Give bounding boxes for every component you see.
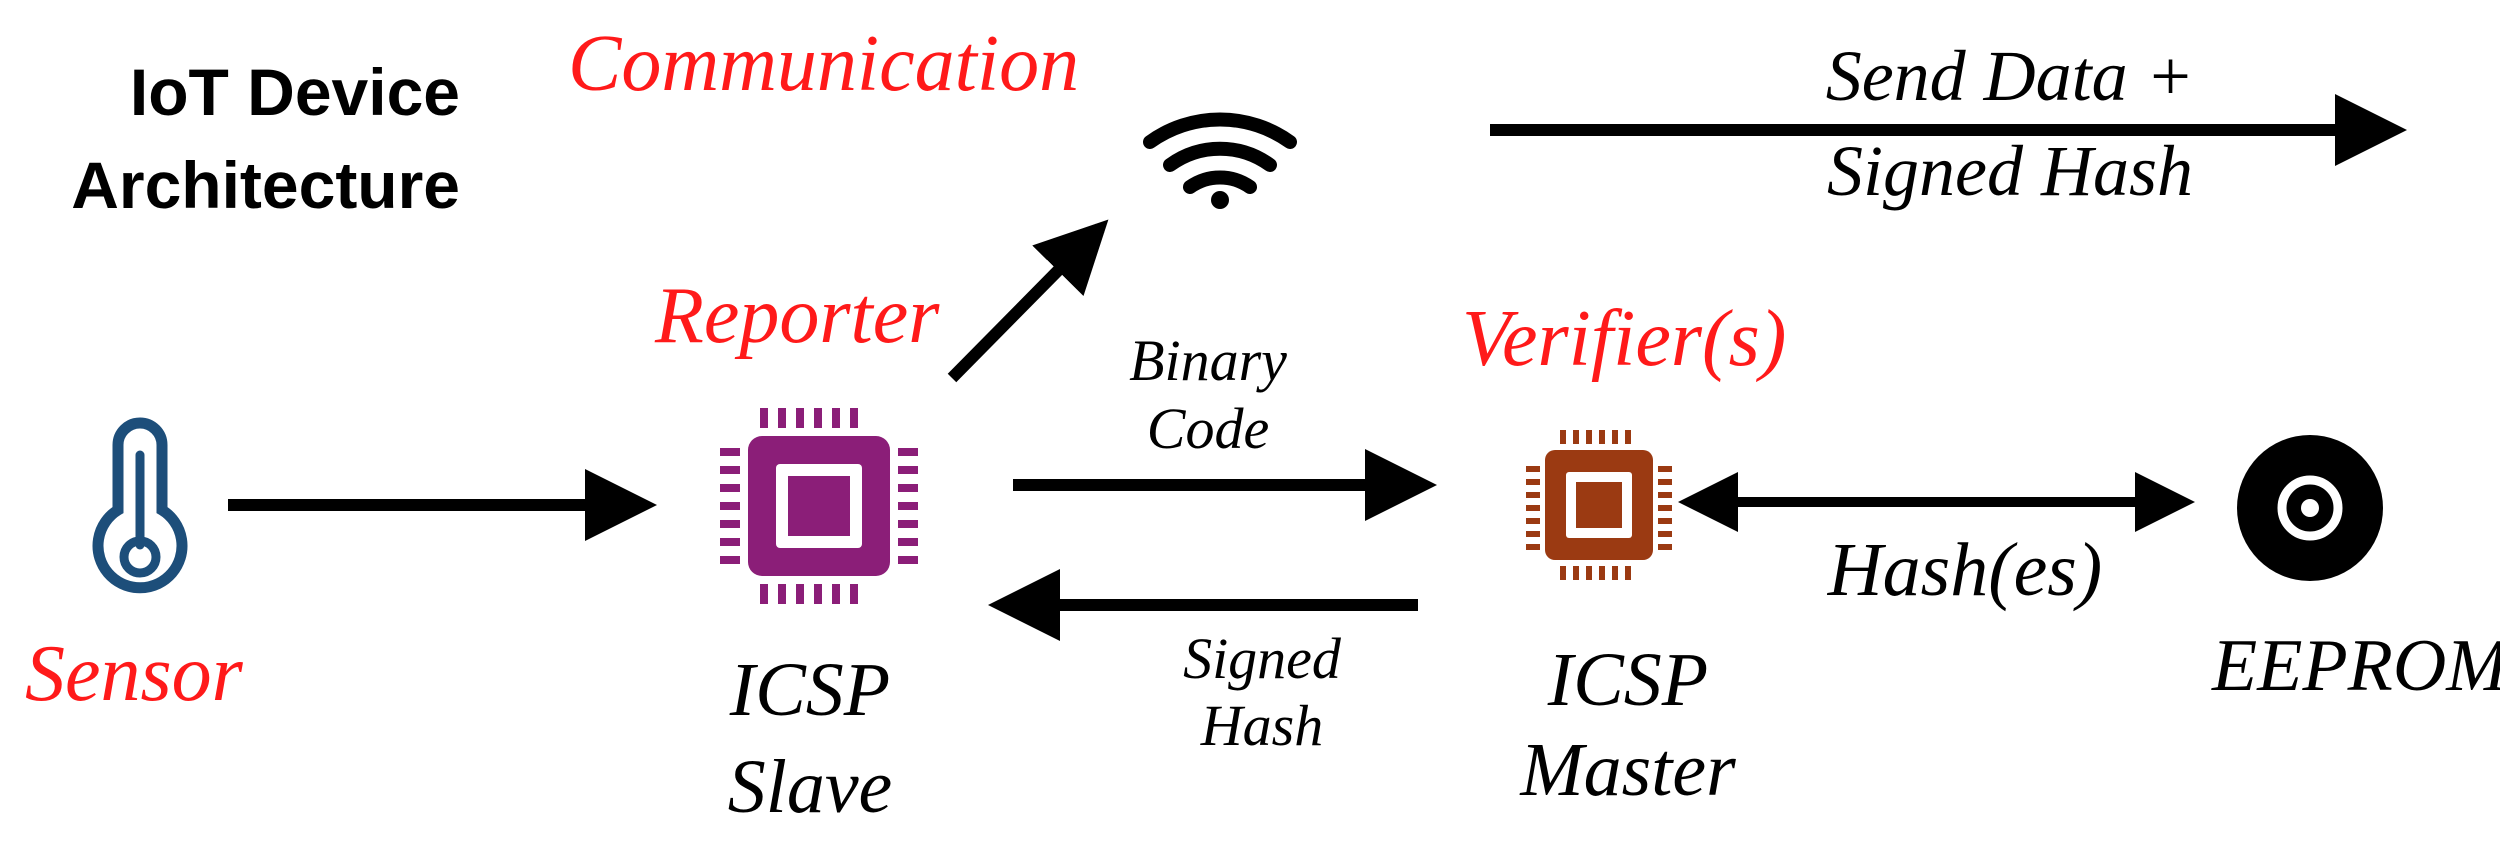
disc-icon	[2237, 435, 2383, 581]
thermometer-icon	[92, 417, 188, 594]
master-label-line2: Master	[1519, 728, 1736, 812]
chip-icon	[720, 408, 918, 604]
role-communication: Communication	[568, 20, 1079, 108]
send-data-label-line2: Signed Hash	[1827, 131, 2193, 211]
signed-hash-label-line1: Signed	[1183, 626, 1342, 691]
send-data-label-line1: Send Data +	[1826, 36, 2195, 116]
role-sensor: Sensor	[25, 630, 244, 718]
slave-label-line2: Slave	[728, 745, 893, 829]
wifi-icon	[1143, 112, 1297, 209]
binary-code-label-line2: Code	[1147, 396, 1269, 461]
reporter-to-communication-arrow	[947, 219, 1109, 383]
binary-code-label-line1: Binary	[1129, 328, 1287, 393]
chip-icon	[1526, 430, 1672, 580]
master-label-line1: ICSP	[1547, 638, 1708, 722]
diagram-title-line1: IoT Device	[130, 55, 460, 129]
diagram-title-line2: Architecture	[71, 148, 460, 222]
slave-label-line1: ICSP	[729, 648, 890, 732]
signed-hash-label-line2: Hash	[1200, 693, 1323, 758]
hashes-label: Hash(es)	[1827, 528, 2102, 612]
role-reporter: Reporter	[654, 272, 940, 360]
eeprom-label: EEPROM	[2211, 625, 2500, 707]
role-verifier: Verifier(s)	[1462, 295, 1786, 383]
